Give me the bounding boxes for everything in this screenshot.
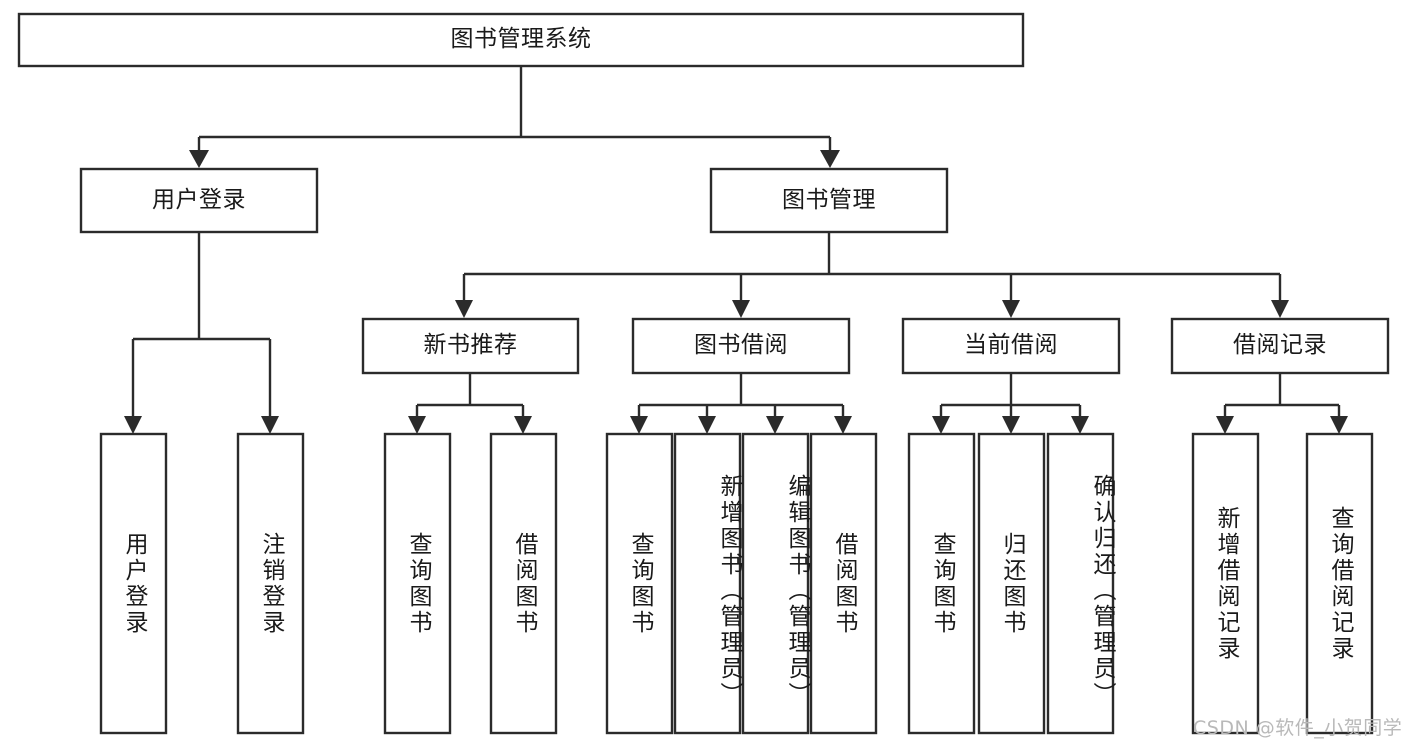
arrow-to-leaf-confirm-return [1071, 416, 1089, 434]
arrow-to-leaf-add-book [698, 416, 716, 434]
node-user-login-box[interactable] [79, 167, 319, 234]
node-leaf-query-book-3-box[interactable] [907, 432, 976, 735]
node-leaf-user-login-box[interactable] [99, 432, 168, 735]
arrow-to-borrow-record [1271, 300, 1289, 318]
node-book-manage-box[interactable] [709, 167, 949, 234]
arrow-to-book-borrow [732, 300, 750, 318]
arrow-to-book-manage [820, 150, 840, 168]
node-leaf-logout-login-box[interactable] [236, 432, 305, 735]
arrow-to-leaf-query-book-3 [932, 416, 950, 434]
node-new-book-recommend-box[interactable] [361, 317, 580, 375]
node-leaf-borrow-book-2-box[interactable] [809, 432, 878, 735]
arrow-to-leaf-query-record [1330, 416, 1348, 434]
node-leaf-confirm-return-box[interactable] [1046, 432, 1115, 735]
node-leaf-query-record-box[interactable] [1305, 432, 1374, 735]
node-current-borrow-box[interactable] [901, 317, 1121, 375]
node-leaf-return-book-box[interactable] [977, 432, 1046, 735]
arrow-to-leaf-query-book-1 [408, 416, 426, 434]
node-leaf-query-book-2-box[interactable] [605, 432, 674, 735]
node-leaf-add-record-box[interactable] [1191, 432, 1260, 735]
csdn-watermark: CSDN @软件_小贺同学 [1193, 717, 1403, 739]
node-root-box[interactable] [17, 12, 1025, 68]
arrow-to-new-book-recommend [455, 300, 473, 318]
arrow-to-leaf-user-login [124, 416, 142, 434]
arrow-to-leaf-add-record [1216, 416, 1234, 434]
arrow-to-leaf-return-book [1002, 416, 1020, 434]
node-leaf-edit-book-box[interactable] [741, 432, 810, 735]
node-borrow-record-box[interactable] [1170, 317, 1390, 375]
arrow-to-leaf-borrow-book-1 [514, 416, 532, 434]
node-leaf-query-book-1-box[interactable] [383, 432, 452, 735]
arrow-to-user-login [189, 150, 209, 168]
arrow-to-leaf-edit-book [766, 416, 784, 434]
node-book-borrow-box[interactable] [631, 317, 851, 375]
arrow-to-leaf-logout-login [261, 416, 279, 434]
node-leaf-add-book-box[interactable] [673, 432, 742, 735]
node-leaf-borrow-book-1-box[interactable] [489, 432, 558, 735]
arrow-to-leaf-query-book-2 [630, 416, 648, 434]
arrow-to-leaf-borrow-book-2 [834, 416, 852, 434]
arrow-to-current-borrow [1002, 300, 1020, 318]
